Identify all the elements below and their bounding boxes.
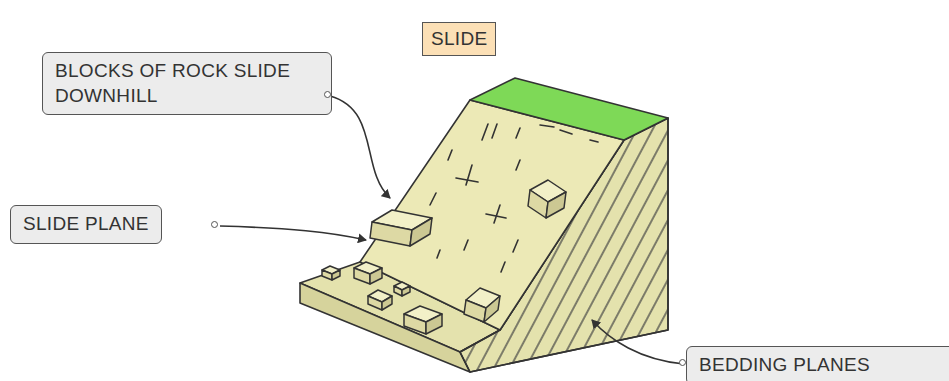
callout-label: BEDDING PLANES xyxy=(699,353,948,378)
leader-dot xyxy=(324,91,331,98)
callout-label: SLIDE PLANE xyxy=(23,212,149,237)
leader-dot xyxy=(679,359,686,366)
leader-line xyxy=(220,226,366,240)
callout-tag: SLIDE PLANE xyxy=(10,205,162,244)
callout-tag: BEDDING PLANES xyxy=(686,346,949,381)
callout-label: BLOCKS OF ROCK SLIDE DOWNHILL xyxy=(55,59,319,108)
grass-top xyxy=(470,78,668,140)
leader-line xyxy=(330,96,390,198)
leader-dot xyxy=(211,221,218,228)
title-box: SLIDE xyxy=(422,22,496,56)
slide-plane-face xyxy=(360,100,624,330)
leader-line xyxy=(592,320,684,364)
callout-tag: BLOCKS OF ROCK SLIDE DOWNHILL xyxy=(42,52,332,115)
